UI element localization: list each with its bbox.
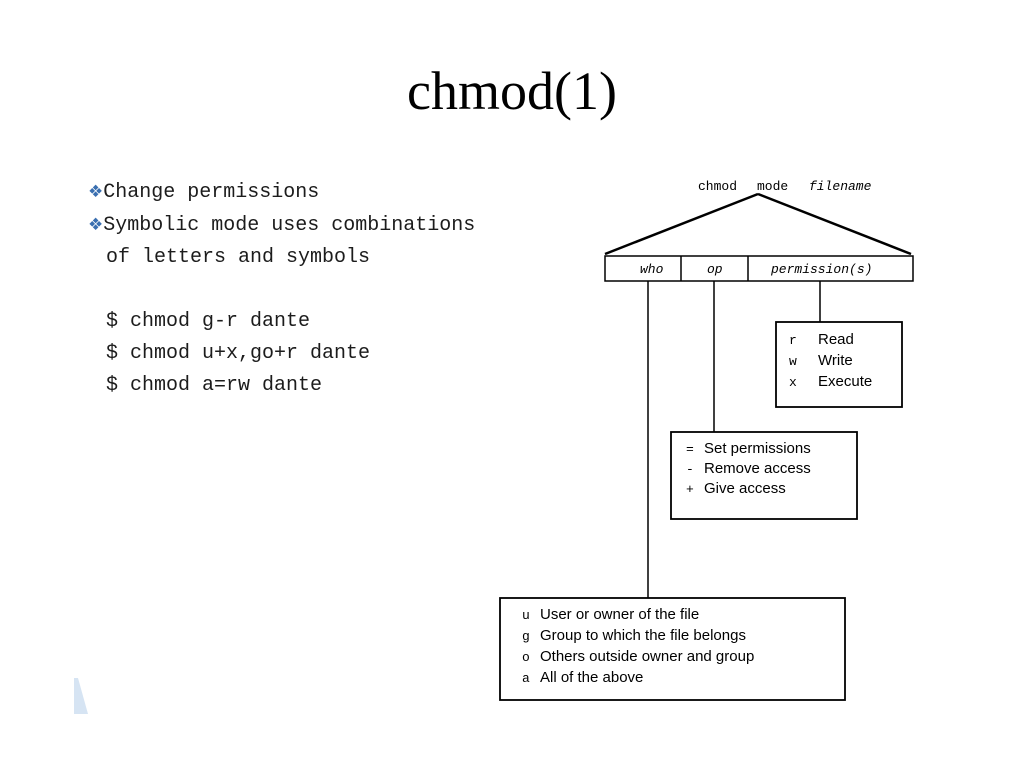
slide-title: chmod(1) <box>407 61 617 121</box>
perm-label: Write <box>818 352 853 369</box>
syntax-command: chmod <box>698 179 737 194</box>
perm-label: Execute <box>818 373 872 390</box>
who-symbol: u <box>522 608 530 623</box>
op-label: Remove access <box>704 460 811 477</box>
permission-box <box>775 321 903 408</box>
operator-box <box>670 431 858 520</box>
bullet-item: ❖Change permissions <box>88 181 320 204</box>
diamond-bullet-icon: ❖ <box>88 215 104 235</box>
fan-line-right <box>757 192 912 256</box>
syntax-filename: filename <box>809 179 872 194</box>
diamond-bullet-icon: ❖ <box>88 182 104 202</box>
command-line: $ chmod a=rw dante <box>106 374 323 397</box>
command-line: $ chmod g-r dante <box>106 310 311 333</box>
command-line: $ chmod u+x,go+r dante <box>106 342 371 365</box>
command-examples: $ chmod g-r dante $ chmod u+x,go+r dante… <box>88 306 558 402</box>
bullet-item: ❖Symbolic mode uses combinations <box>88 214 476 237</box>
field-permissions: permission(s) <box>770 262 872 277</box>
perm-symbol: w <box>789 354 797 369</box>
bullet-list: ❖Change permissions ❖Symbolic mode uses … <box>88 176 558 402</box>
who-label: Others outside owner and group <box>540 648 754 665</box>
field-who: who <box>640 262 664 277</box>
perm-symbol: r <box>789 333 797 348</box>
perm-label: Read <box>818 331 854 348</box>
op-label: Set permissions <box>704 440 811 457</box>
field-op: op <box>707 262 723 277</box>
who-label: All of the above <box>540 669 643 686</box>
op-symbol: = <box>686 442 694 457</box>
who-box <box>499 597 846 701</box>
background-decoration <box>74 678 88 714</box>
syntax-mode: mode <box>757 179 788 194</box>
who-symbol: o <box>522 650 530 665</box>
perm-symbol: x <box>789 375 797 390</box>
bullet-continuation: of letters and symbols <box>106 246 371 269</box>
mode-fields-box <box>604 255 914 282</box>
who-label: User or owner of the file <box>540 606 699 623</box>
op-symbol: + <box>686 482 694 497</box>
op-label: Give access <box>704 480 786 497</box>
op-symbol: - <box>686 462 694 477</box>
who-label: Group to which the file belongs <box>540 627 746 644</box>
fan-line-left <box>604 192 759 256</box>
who-symbol: g <box>522 629 530 644</box>
who-symbol: a <box>522 671 530 686</box>
